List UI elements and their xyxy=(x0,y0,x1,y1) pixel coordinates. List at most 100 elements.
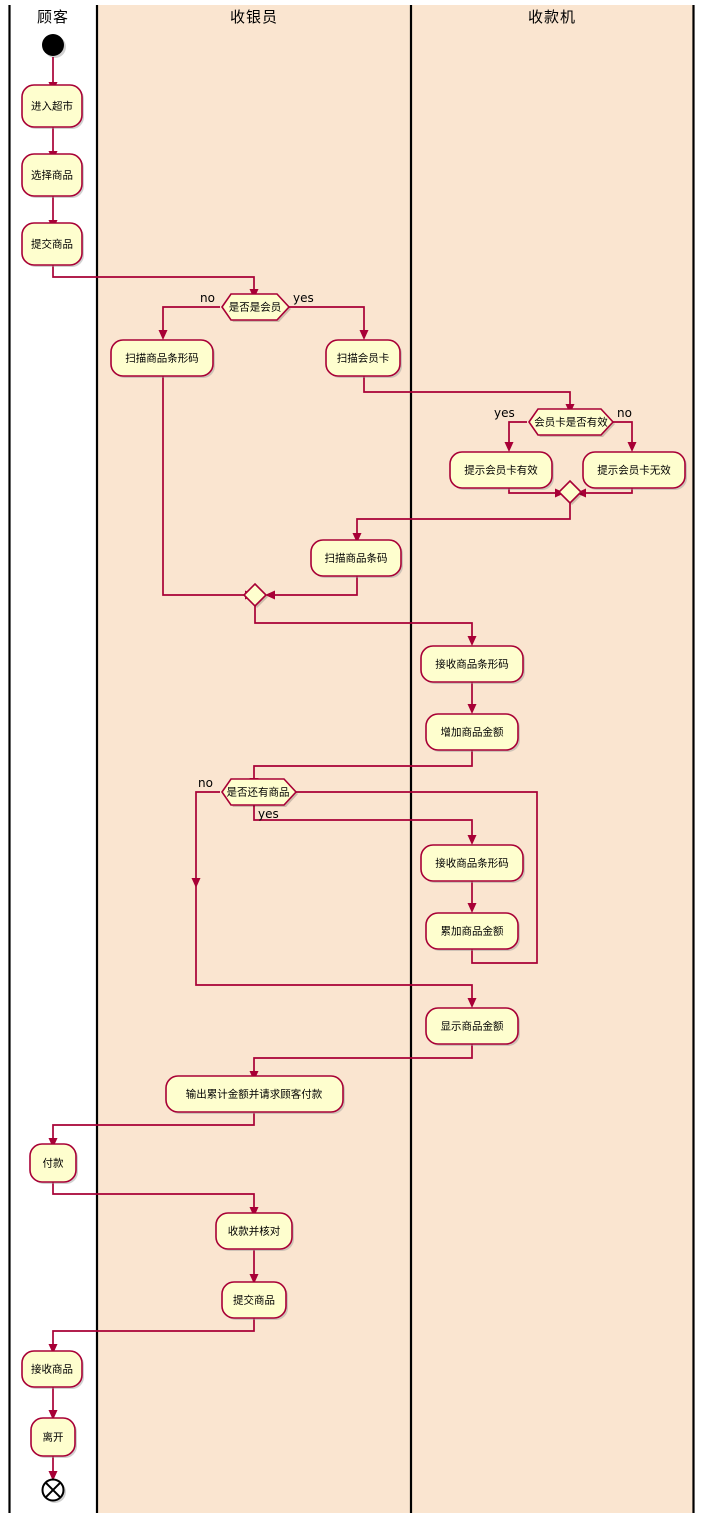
arrow-d3-no-midway xyxy=(191,878,201,888)
activity-box-a15[interactable] xyxy=(29,1143,77,1183)
node-a12[interactable]: 累加商品金额 xyxy=(425,912,520,951)
activity-box-a14[interactable] xyxy=(165,1075,344,1113)
arrow-a9-to-a10 xyxy=(467,704,477,714)
node-d3[interactable]: 是否还有商品 no yes xyxy=(198,776,298,821)
decision-hexagon-d3[interactable] xyxy=(221,778,298,806)
arrow-d2-yes-to-a6 xyxy=(504,442,514,452)
activity-label-a1: 进入超市 xyxy=(31,100,73,113)
node-a19[interactable]: 离开 xyxy=(30,1417,77,1458)
decision-hexagon-d2[interactable] xyxy=(528,408,615,436)
branch-label-d3-no: no xyxy=(198,776,213,790)
lane-title-customer: 顾客 xyxy=(37,8,69,26)
activity-box-a8[interactable] xyxy=(310,539,402,577)
activity-box-a11[interactable] xyxy=(420,844,524,882)
node-start xyxy=(42,34,66,58)
activity-label-a16: 收款并核对 xyxy=(228,1225,281,1238)
node-end xyxy=(41,1478,66,1503)
node-a11[interactable]: 接收商品条形码 xyxy=(420,844,525,883)
edge-a17-to-a18 xyxy=(52,1318,255,1345)
edge-a4-to-m2 xyxy=(162,376,246,596)
node-a14[interactable]: 输出累计金额并请求顾客付款 xyxy=(165,1075,345,1114)
node-a18[interactable]: 接收商品 xyxy=(21,1350,84,1389)
arrow-d3-no-to-a13 xyxy=(467,998,477,1008)
activity-box-a16[interactable] xyxy=(215,1212,293,1250)
edge-d3-yes-to-a11 xyxy=(253,804,473,836)
node-a1[interactable]: 进入超市 xyxy=(21,84,84,129)
activity-box-a4[interactable] xyxy=(110,339,214,377)
node-a13[interactable]: 显示商品金额 xyxy=(425,1007,520,1046)
arrow-d1-yes-to-a5 xyxy=(359,330,369,340)
node-a5[interactable]: 扫描会员卡 xyxy=(325,339,402,378)
decision-label-d2: 会员卡是否有效 xyxy=(534,416,608,429)
edge-d1-yes-to-a5 xyxy=(289,306,365,331)
arrow-a15-to-a16 xyxy=(249,1207,259,1217)
activity-label-a18: 接收商品 xyxy=(31,1363,73,1376)
activity-label-a19: 离开 xyxy=(43,1431,64,1444)
activity-box-a9[interactable] xyxy=(420,645,524,683)
activity-box-a5[interactable] xyxy=(325,339,401,377)
start-node-circle xyxy=(42,34,64,56)
node-a6[interactable]: 提示会员卡有效 xyxy=(449,451,554,490)
node-a7[interactable]: 提示会员卡无效 xyxy=(582,451,687,490)
activity-label-a5: 扫描会员卡 xyxy=(337,352,390,365)
activity-box-a10[interactable] xyxy=(425,713,519,751)
arrow-d1-no-to-a4 xyxy=(158,330,168,340)
node-a17[interactable]: 提交商品 xyxy=(221,1281,288,1320)
activity-box-a3[interactable] xyxy=(21,222,83,266)
node-d1[interactable]: 是否是会员 no yes xyxy=(200,291,314,322)
activity-box-a19[interactable] xyxy=(30,1417,76,1457)
activity-label-a14: 输出累计金额并请求顾客付款 xyxy=(186,1088,323,1101)
branch-label-d1-no: no xyxy=(200,291,215,305)
node-a2[interactable]: 选择商品 xyxy=(21,153,84,198)
node-a3[interactable]: 提交商品 xyxy=(21,222,84,267)
edge-d1-no-to-a4 xyxy=(162,306,220,331)
activity-label-a13: 显示商品金额 xyxy=(441,1020,504,1033)
activity-label-a7: 提示会员卡无效 xyxy=(597,464,671,477)
branch-label-d2-yes: yes xyxy=(494,406,515,420)
edge-a8-to-m2 xyxy=(274,576,358,596)
node-a16[interactable]: 收款并核对 xyxy=(215,1212,294,1251)
activity-box-a6[interactable] xyxy=(449,451,553,489)
activity-label-a17: 提交商品 xyxy=(233,1294,275,1307)
node-a8[interactable]: 扫描商品条码 xyxy=(310,539,403,578)
node-a10[interactable]: 增加商品金额 xyxy=(425,713,520,752)
edge-a14-to-a15 xyxy=(52,1113,255,1139)
arrow-m1-to-a8 xyxy=(352,533,362,543)
activity-label-a12: 累加商品金额 xyxy=(441,925,504,938)
lane-title-register: 收款机 xyxy=(528,8,576,26)
branch-label-d3-yes: yes xyxy=(258,807,279,821)
activity-label-a2: 选择商品 xyxy=(31,169,73,182)
arrow-a17-to-a18 xyxy=(48,1344,58,1354)
activity-box-a2[interactable] xyxy=(21,153,83,197)
arrow-m2-to-a9 xyxy=(467,636,477,646)
edge-a5-to-d2 xyxy=(363,373,571,405)
branch-label-d2-no: no xyxy=(617,406,632,420)
activity-box-a12[interactable] xyxy=(425,912,519,950)
arrow-a11-to-a12 xyxy=(467,903,477,913)
decision-hexagon-d1[interactable] xyxy=(221,293,291,321)
branch-label-d1-yes: yes xyxy=(293,291,314,305)
activity-label-a10: 增加商品金额 xyxy=(441,726,504,739)
node-m2 xyxy=(242,582,268,608)
activity-box-a7[interactable] xyxy=(582,451,686,489)
activity-label-a11: 接收商品条形码 xyxy=(435,857,509,870)
node-a9[interactable]: 接收商品条形码 xyxy=(420,645,525,684)
activity-box-a18[interactable] xyxy=(21,1350,83,1388)
edge-a15-to-a16 xyxy=(52,1181,255,1208)
node-a4[interactable]: 扫描商品条形码 xyxy=(110,339,215,378)
decision-label-d3: 是否还有商品 xyxy=(227,786,290,799)
node-a15[interactable]: 付款 xyxy=(29,1143,78,1184)
arrow-a18-to-a19 xyxy=(48,1410,58,1420)
node-d2[interactable]: 会员卡是否有效 yes no xyxy=(494,406,632,437)
activity-box-a17[interactable] xyxy=(221,1281,287,1319)
edge-m1-to-a8 xyxy=(356,503,571,534)
activity-box-a13[interactable] xyxy=(425,1007,519,1045)
activity-box-a1[interactable] xyxy=(21,84,83,128)
arrow-d2-no-to-a7 xyxy=(627,442,637,452)
arrow-a14-to-a15 xyxy=(48,1138,58,1148)
arrow-a8-to-m2 xyxy=(265,590,275,600)
arrow-a19-to-end xyxy=(48,1471,58,1481)
edge-a12-loop-to-d3 xyxy=(282,791,538,964)
